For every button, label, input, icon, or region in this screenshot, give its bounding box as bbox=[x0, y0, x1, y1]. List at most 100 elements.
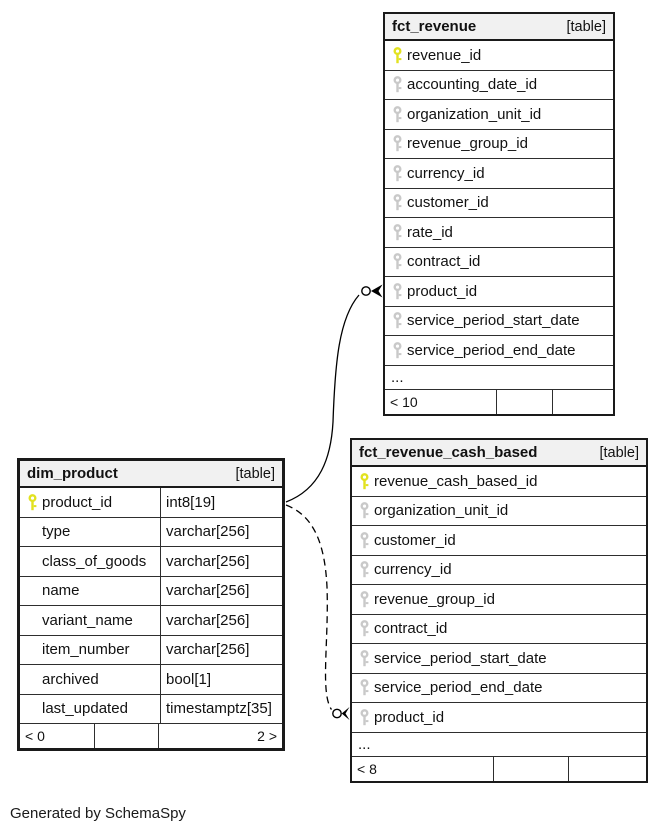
column-type: varchar[256] bbox=[160, 517, 282, 546]
key-cell bbox=[385, 194, 407, 211]
column-type: varchar[256] bbox=[160, 547, 282, 576]
foreign-key-icon bbox=[360, 679, 368, 696]
column-name: variant_name bbox=[42, 611, 133, 629]
column-row-revenue_group_id: revenue_group_id bbox=[352, 585, 646, 615]
column-name: product_id bbox=[42, 493, 113, 511]
column-row-type: type varchar[256] bbox=[20, 517, 282, 547]
foreign-key-icon bbox=[360, 502, 368, 519]
primary-key-icon bbox=[393, 46, 401, 63]
column-name: item_number bbox=[42, 641, 130, 659]
column-name: last_updated bbox=[42, 700, 128, 718]
column-name: type bbox=[42, 523, 71, 541]
generator-credit: Generated by SchemaSpy bbox=[10, 805, 186, 822]
column-row-archived: archived bool[1] bbox=[20, 665, 282, 695]
column-type: varchar[256] bbox=[160, 635, 282, 664]
column-name: product_id bbox=[374, 708, 445, 726]
footer-related-out bbox=[569, 757, 646, 781]
column-row-accounting_date_id: accounting_date_id bbox=[385, 70, 613, 100]
column-row-service_period_end_date: service_period_end_date bbox=[385, 336, 613, 366]
footer-related-in: < 8 bbox=[352, 756, 494, 781]
column-name: currency_id bbox=[374, 561, 452, 579]
column-name: service_period_start_date bbox=[374, 649, 547, 667]
column-name: class_of_goods bbox=[42, 552, 147, 570]
key-cell bbox=[352, 649, 374, 667]
key-cell bbox=[385, 223, 407, 241]
column-name: archived bbox=[42, 670, 99, 688]
column-name: customer_id bbox=[374, 531, 456, 549]
column-name: service_period_start_date bbox=[407, 312, 580, 330]
column-row-class_of_goods: class_of_goods varchar[256] bbox=[20, 547, 282, 577]
key-cell bbox=[385, 282, 407, 300]
column-row-revenue_group_id: revenue_group_id bbox=[385, 129, 613, 159]
column-name: revenue_group_id bbox=[407, 135, 528, 153]
table-header-fct_revenue_cash_based[interactable]: fct_revenue_cash_based [table] bbox=[352, 440, 646, 467]
key-cell bbox=[352, 502, 374, 519]
column-row-product_id: product_id int8[19] bbox=[20, 488, 282, 518]
column-row-organization_unit_id: organization_unit_id bbox=[352, 496, 646, 526]
foreign-key-icon bbox=[393, 253, 401, 270]
crow-foot-arrow-marker bbox=[341, 707, 350, 720]
column-row-contract_id: contract_id bbox=[352, 614, 646, 644]
foreign-key-icon bbox=[360, 708, 368, 725]
column-row-item_number: item_number varchar[256] bbox=[20, 635, 282, 665]
foreign-key-icon bbox=[393, 312, 401, 329]
foreign-key-icon bbox=[393, 135, 401, 152]
key-cell bbox=[352, 620, 374, 637]
column-type: int8[19] bbox=[160, 488, 282, 517]
column-name: service_period_end_date bbox=[407, 341, 576, 359]
key-cell bbox=[352, 561, 374, 578]
key-cell bbox=[352, 531, 374, 549]
column-name: product_id bbox=[407, 282, 478, 300]
foreign-key-icon bbox=[360, 590, 368, 607]
key-cell bbox=[385, 253, 407, 270]
column-row-service_period_start_date: service_period_start_date bbox=[385, 306, 613, 336]
footer-related-out: 2 > bbox=[257, 728, 277, 744]
foreign-key-icon bbox=[360, 531, 368, 548]
column-row-revenue_id: revenue_id bbox=[385, 41, 613, 71]
column-name: revenue_group_id bbox=[374, 590, 495, 608]
column-type: bool[1] bbox=[160, 665, 282, 694]
column-name: customer_id bbox=[407, 194, 489, 212]
key-cell bbox=[385, 341, 407, 359]
foreign-key-icon bbox=[393, 223, 401, 240]
footer-related-in: < 0 bbox=[20, 724, 95, 748]
column-row-organization_unit_id: organization_unit_id bbox=[385, 100, 613, 130]
column-row-currency_id: currency_id bbox=[352, 555, 646, 585]
key-cell bbox=[352, 679, 374, 696]
key-cell bbox=[385, 164, 407, 182]
column-name: currency_id bbox=[407, 164, 485, 182]
column-name: revenue_cash_based_id bbox=[374, 472, 538, 490]
table-footer: < 10 bbox=[385, 389, 613, 414]
column-name: rate_id bbox=[407, 223, 453, 241]
table-type-badge: [table] bbox=[235, 465, 276, 482]
foreign-key-icon bbox=[393, 105, 401, 122]
table-header-fct_revenue[interactable]: fct_revenue[table] bbox=[385, 14, 613, 41]
column-row-customer_id: customer_id bbox=[352, 526, 646, 556]
foreign-key-icon bbox=[360, 620, 368, 637]
table-name: dim_product bbox=[27, 465, 118, 482]
table-name: fct_revenue_cash_based bbox=[359, 444, 538, 461]
table-type-badge: [table] bbox=[599, 444, 640, 461]
key-cell bbox=[385, 76, 407, 93]
table-name: fct_revenue bbox=[392, 18, 477, 35]
table-header-dim_product[interactable]: dim_product [table] bbox=[20, 461, 282, 488]
column-name: contract_id bbox=[407, 253, 481, 271]
column-row-customer_id: customer_id bbox=[385, 188, 613, 218]
column-row-service_period_end_date: service_period_end_date bbox=[352, 673, 646, 703]
key-cell bbox=[385, 135, 407, 152]
foreign-key-icon bbox=[393, 164, 401, 181]
primary-key-icon bbox=[360, 472, 368, 489]
foreign-key-icon bbox=[360, 649, 368, 666]
column-name: organization_unit_id bbox=[407, 105, 542, 123]
foreign-key-icon bbox=[393, 76, 401, 93]
foreign-key-icon bbox=[393, 341, 401, 358]
foreign-key-icon bbox=[360, 561, 368, 578]
column-type: varchar[256] bbox=[160, 576, 282, 605]
more-columns-ellipsis: ... bbox=[385, 366, 613, 390]
foreign-key-icon bbox=[393, 194, 401, 211]
